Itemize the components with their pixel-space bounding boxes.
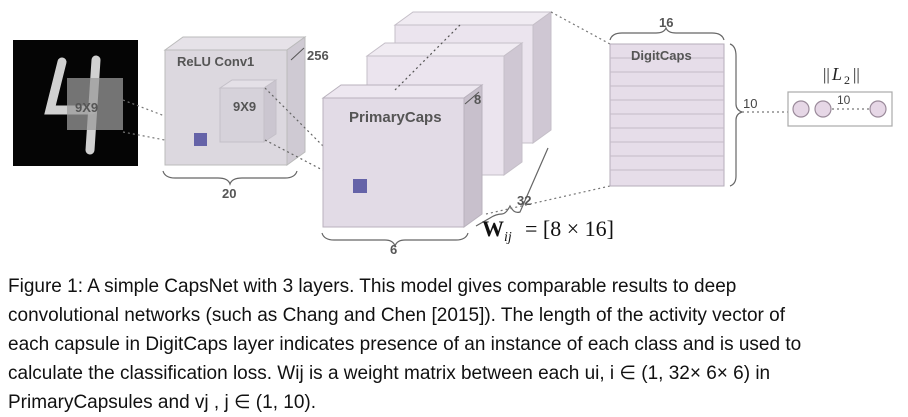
digitcaps-top-label: 16 bbox=[659, 15, 673, 30]
l2-label-sub: 2 bbox=[844, 73, 850, 87]
primarycaps-count-label: 32 bbox=[517, 193, 531, 208]
caption-line: PrimaryCapsules and vj , j ∈ (1, 10). bbox=[8, 392, 316, 413]
connector-line bbox=[264, 87, 358, 181]
primarycaps-width-label: 6 bbox=[390, 242, 397, 257]
l2-unit bbox=[814, 100, 832, 118]
relu-conv1-depth-label: 256 bbox=[307, 48, 329, 63]
caption-line: convolutional networks (such as Chang an… bbox=[8, 305, 785, 326]
caption-line: Figure 1: A simple CapsNet with 3 layers… bbox=[8, 276, 737, 297]
connector-line bbox=[485, 185, 611, 215]
weight-shape: = [8 × 16] bbox=[525, 216, 614, 241]
relu-conv1-block: ReLU Conv1 9X9 256 20 bbox=[162, 36, 329, 201]
primarycaps-title: PrimaryCaps bbox=[349, 109, 442, 126]
digitcaps-title: DigitCaps bbox=[631, 48, 692, 63]
width-brace bbox=[162, 170, 298, 186]
relu-conv1-kernel-label: 9X9 bbox=[233, 99, 256, 114]
primarycaps-depth-label: 8 bbox=[474, 92, 481, 107]
l2-unit bbox=[792, 100, 810, 118]
l2-output: || L 2 || 10 bbox=[787, 64, 893, 127]
l2-label-left: || bbox=[823, 65, 830, 84]
depth-tick bbox=[464, 91, 480, 105]
l2-label-var: L bbox=[831, 64, 842, 84]
relu-conv1-width-label: 20 bbox=[222, 186, 236, 201]
caption-line: each capsule in DigitCaps layer indicate… bbox=[8, 334, 802, 355]
relu-conv1-title: ReLU Conv1 bbox=[177, 54, 254, 69]
l2-unit bbox=[869, 100, 887, 118]
count-brace bbox=[475, 147, 549, 227]
figure-caption: Figure 1: A simple CapsNet with 3 layers… bbox=[8, 272, 900, 417]
input-image: 9X9 bbox=[13, 40, 138, 166]
primarycaps-unit bbox=[353, 179, 367, 193]
primarycaps-stack: PrimaryCaps 8 32 6 bbox=[321, 11, 553, 257]
weight-equation: W ij = [8 × 16] bbox=[482, 216, 614, 245]
digitcaps-side-label: 10 bbox=[743, 96, 757, 111]
caption-line: calculate the classification loss. Wij i… bbox=[8, 363, 771, 384]
connector-line bbox=[394, 24, 461, 91]
width-brace bbox=[321, 232, 469, 248]
conv1-unit bbox=[194, 133, 207, 146]
weight-subscript: ij bbox=[504, 230, 512, 245]
digitcaps-rows bbox=[610, 57, 724, 171]
l2-inner-label: 10 bbox=[837, 93, 851, 107]
digitcaps-side-brace bbox=[729, 43, 744, 187]
weight-symbol: W bbox=[482, 216, 504, 241]
input-kernel-label: 9X9 bbox=[75, 100, 98, 115]
capsnet-diagram: 9X9 ReLU Conv1 9X9 256 20 bbox=[13, 11, 893, 257]
l2-label-right: || bbox=[853, 65, 860, 84]
depth-tick bbox=[290, 47, 305, 61]
digitcaps-top-brace bbox=[609, 26, 725, 41]
connector-line bbox=[550, 11, 611, 45]
input-receptive-field bbox=[67, 78, 123, 130]
digitcaps-block: 16 DigitCaps 10 bbox=[609, 15, 757, 187]
